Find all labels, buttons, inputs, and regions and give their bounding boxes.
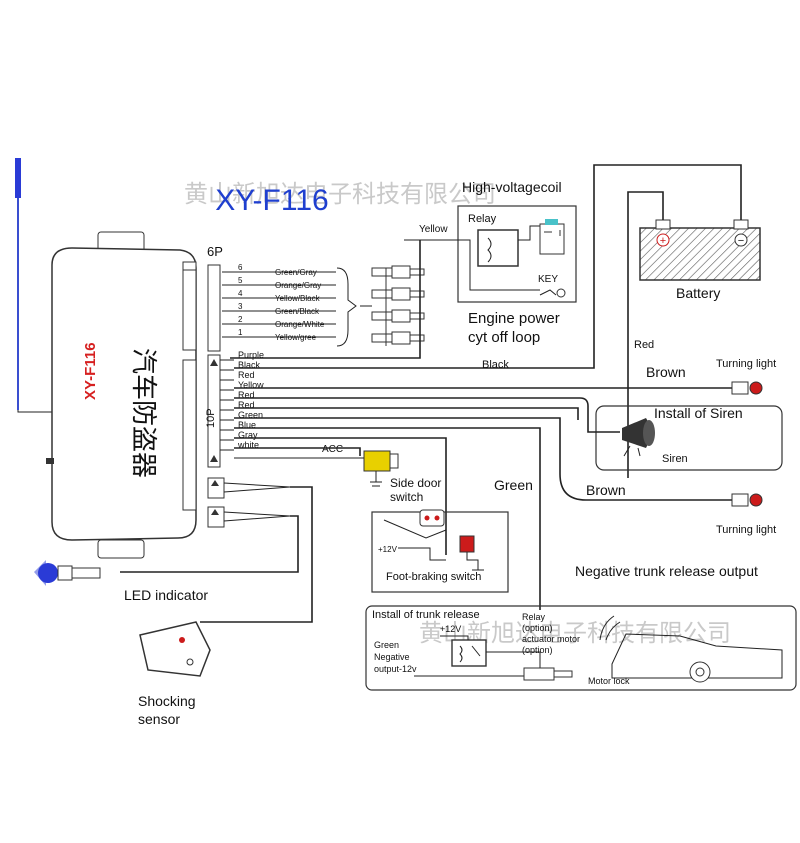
green-wire-route	[234, 427, 541, 610]
install-trunk-label: Install of trunk release	[372, 609, 480, 621]
negative-trunk-label: Negative trunk release output	[575, 563, 758, 579]
wire-10p-1: Purple	[238, 350, 264, 360]
wire-6p-color-1: Yellow/gree	[275, 333, 317, 342]
side-door-label-2: switch	[390, 490, 423, 504]
shocking-sensor: Shocking sensor	[138, 486, 313, 727]
green-neg-label-2: Negative	[374, 652, 410, 662]
connector-6p-label: 6P	[207, 244, 223, 259]
wire-6p-pin-1: 1	[238, 328, 243, 337]
connector-10p-wires: PurpleBlackRedYellowRedRedGreenBlueGrayw…	[220, 350, 264, 451]
wire-6p-pin-3: 3	[238, 302, 243, 311]
wire-6p-color-2: Orange/White	[275, 320, 325, 329]
led-indicator-label: LED indicator	[124, 587, 208, 603]
wire-6p-pin-6: 6	[238, 263, 243, 272]
shocking-label-2: sensor	[138, 711, 180, 727]
wire-10p-5: Red	[238, 390, 255, 400]
relay-label: Relay	[468, 213, 497, 225]
brown-bottom-label: Brown	[586, 482, 626, 498]
trunk-release-section: Install of trunk release +12V Green Nega…	[365, 605, 797, 691]
relay-option-label: Relay	[522, 612, 546, 622]
battery-plus-icon: +	[660, 235, 666, 247]
wire-6p-color-4: Yellow/Black	[275, 294, 321, 303]
side-door-label-1: Side door	[390, 476, 441, 490]
acc-label: ACC	[322, 444, 343, 455]
option-label-2: (option)	[522, 645, 553, 655]
alarm-unit: XY-F116 汽车防盗器	[46, 231, 197, 559]
shocking-label-1: Shocking	[138, 693, 196, 709]
green-neg-label-1: Green	[374, 640, 399, 650]
wire-10p-2: Black	[238, 360, 261, 370]
red-wire-label: Red	[634, 339, 654, 351]
battery-label: Battery	[676, 285, 720, 301]
siren-label: Siren	[662, 453, 688, 465]
wire-6p-color-6: Green/Gray	[275, 268, 317, 277]
connector-10p-label: 10P	[205, 408, 217, 428]
wire-10p-10: white	[237, 440, 259, 450]
turning-light-top-label: Turning light	[716, 358, 776, 370]
turning-light-bottom: Brown Turning light	[234, 417, 776, 536]
gray-wire-route	[234, 447, 361, 456]
wire-10p-3: Red	[238, 370, 255, 380]
ignition-relay-section: High-voltagecoil Relay Yellow KEY Engine…	[404, 179, 577, 346]
battery: + − Battery	[234, 164, 761, 478]
wire-10p-9: Gray	[238, 430, 258, 440]
unit-name-cn: 汽车防盗器	[128, 348, 158, 478]
green-wire-label: Green	[494, 477, 533, 493]
wire-10p-7: Green	[238, 410, 263, 420]
turning-light-bottom-label: Turning light	[716, 524, 776, 536]
install-siren-label: Install of Siren	[654, 405, 743, 421]
actuator-motor-label: actuator motor	[522, 634, 580, 644]
wire-6p-pin-5: 5	[238, 276, 243, 285]
turning-light-top: Turning light Brown	[234, 358, 776, 395]
key-label: KEY	[538, 274, 558, 285]
foot-braking-switch: +12V Foot-braking switch	[371, 509, 509, 593]
connector-10p: 10P PurpleBlackRedYellowRedRedGreenBlueG…	[205, 350, 264, 468]
car-icon	[611, 633, 783, 683]
high-voltage-coil-label: High-voltagecoil	[462, 179, 562, 195]
wire-10p-8: Blue	[238, 420, 256, 430]
yellow-wire-label: Yellow	[419, 224, 448, 235]
siren-section: Install of Siren Siren	[234, 397, 783, 471]
wire-10p-4: Yellow	[238, 380, 264, 390]
blue-wire-route	[234, 437, 447, 555]
green-neg-label-3: output-12v	[374, 664, 417, 674]
wire-6p-color-3: Green/Black	[275, 307, 320, 316]
wire-6p-color-5: Orange/Gray	[275, 281, 321, 290]
engine-power-label-1: Engine power	[468, 310, 560, 327]
engine-power-label-2: cyt off loop	[468, 329, 540, 346]
side-door-switch: Side door switch	[234, 450, 441, 504]
wire-10p-6: Red	[238, 400, 255, 410]
watermark-top: 黄山新旭达电子科技有限公司	[184, 180, 496, 208]
purple-wire-route	[230, 240, 421, 359]
aux-plugs	[207, 477, 291, 528]
battery-minus-icon: −	[738, 235, 744, 247]
brown-top-label: Brown	[646, 364, 686, 380]
unit-model-label: XY-F116	[82, 342, 99, 400]
wire-6p-pin-2: 2	[238, 315, 243, 324]
relay-plug-block	[360, 265, 425, 346]
option-label-1: (option)	[522, 623, 553, 633]
motor-lock-label: Motor lock	[588, 676, 630, 686]
trunk-12v-label: +12V	[440, 624, 461, 634]
wire-6p-pin-4: 4	[238, 289, 243, 298]
led-indicator: LED indicator	[34, 515, 299, 603]
diagram-title: XY-F116	[215, 184, 328, 217]
foot-braking-label: Foot-braking switch	[386, 571, 481, 583]
foot-brake-12v-label: +12V	[378, 545, 398, 554]
antenna	[15, 158, 52, 413]
black-wire-label: Black	[482, 359, 509, 371]
